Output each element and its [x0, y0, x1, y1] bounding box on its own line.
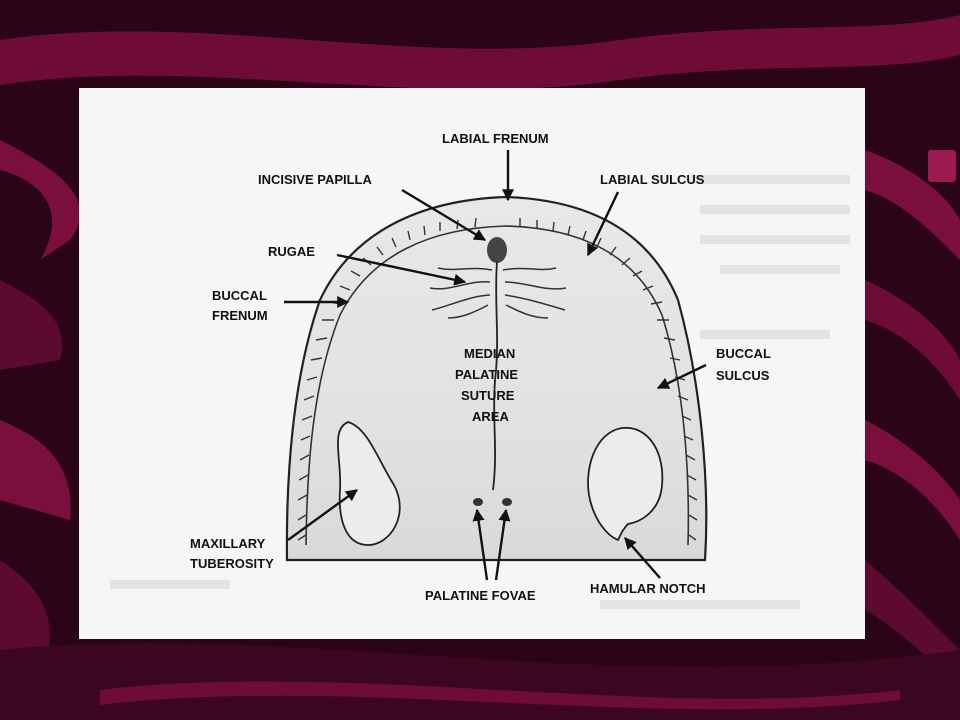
- label-median-1: MEDIAN: [464, 346, 515, 361]
- right-tuberosity-shape: [587, 427, 664, 542]
- label-buccal-sulcus-2: SULCUS: [716, 368, 770, 383]
- label-rugae: RUGAE: [268, 244, 315, 259]
- label-buccal-sulcus-1: BUCCAL: [716, 346, 771, 361]
- diagram-labels: LABIAL FRENUM INCISIVE PAPILLA LABIAL SU…: [190, 131, 771, 603]
- arrow-rugae: [336, 253, 467, 286]
- background-swooshes: [0, 15, 960, 720]
- label-buccal-frenum-2: FRENUM: [212, 308, 268, 323]
- label-buccal-frenum-1: BUCCAL: [212, 288, 267, 303]
- label-median-4: AREA: [472, 409, 509, 424]
- arrow-maxillary-tuberosity: [287, 489, 358, 541]
- median-suture-line: [492, 261, 498, 491]
- arrow-incisive-papilla: [401, 188, 487, 242]
- label-median-3: SUTURE: [461, 388, 515, 403]
- incisive-papilla-shape: [487, 237, 507, 263]
- label-palatine-fovae: PALATINE FOVAE: [425, 588, 536, 603]
- palate-inner-line: [305, 225, 690, 546]
- arrow-palatine-fovae-right: [494, 508, 511, 581]
- label-labial-frenum: LABIAL FRENUM: [442, 131, 549, 146]
- maxillary-tuberosity-shape: [337, 421, 401, 546]
- label-maxillary-tuberosity-1: MAXILLARY: [190, 536, 266, 551]
- fovea-right: [502, 498, 512, 506]
- sulcus-hatching: [297, 217, 698, 541]
- rugae-ridges: [429, 267, 567, 319]
- pointer-arrows: [284, 150, 707, 581]
- label-labial-sulcus: LABIAL SULCUS: [600, 172, 705, 187]
- label-hamular-notch: HAMULAR NOTCH: [590, 581, 706, 596]
- label-maxillary-tuberosity-2: TUBEROSITY: [190, 556, 274, 571]
- label-median-2: PALATINE: [455, 367, 518, 382]
- label-incisive-papilla: INCISIVE PAPILLA: [258, 172, 372, 187]
- arrow-hamular-notch: [624, 537, 661, 579]
- arrow-palatine-fovae-left: [472, 508, 489, 581]
- arrow-labial-sulcus: [586, 191, 620, 257]
- fovea-left: [473, 498, 483, 506]
- arrow-buccal-sulcus: [656, 363, 707, 390]
- palate-diagram: [285, 195, 708, 562]
